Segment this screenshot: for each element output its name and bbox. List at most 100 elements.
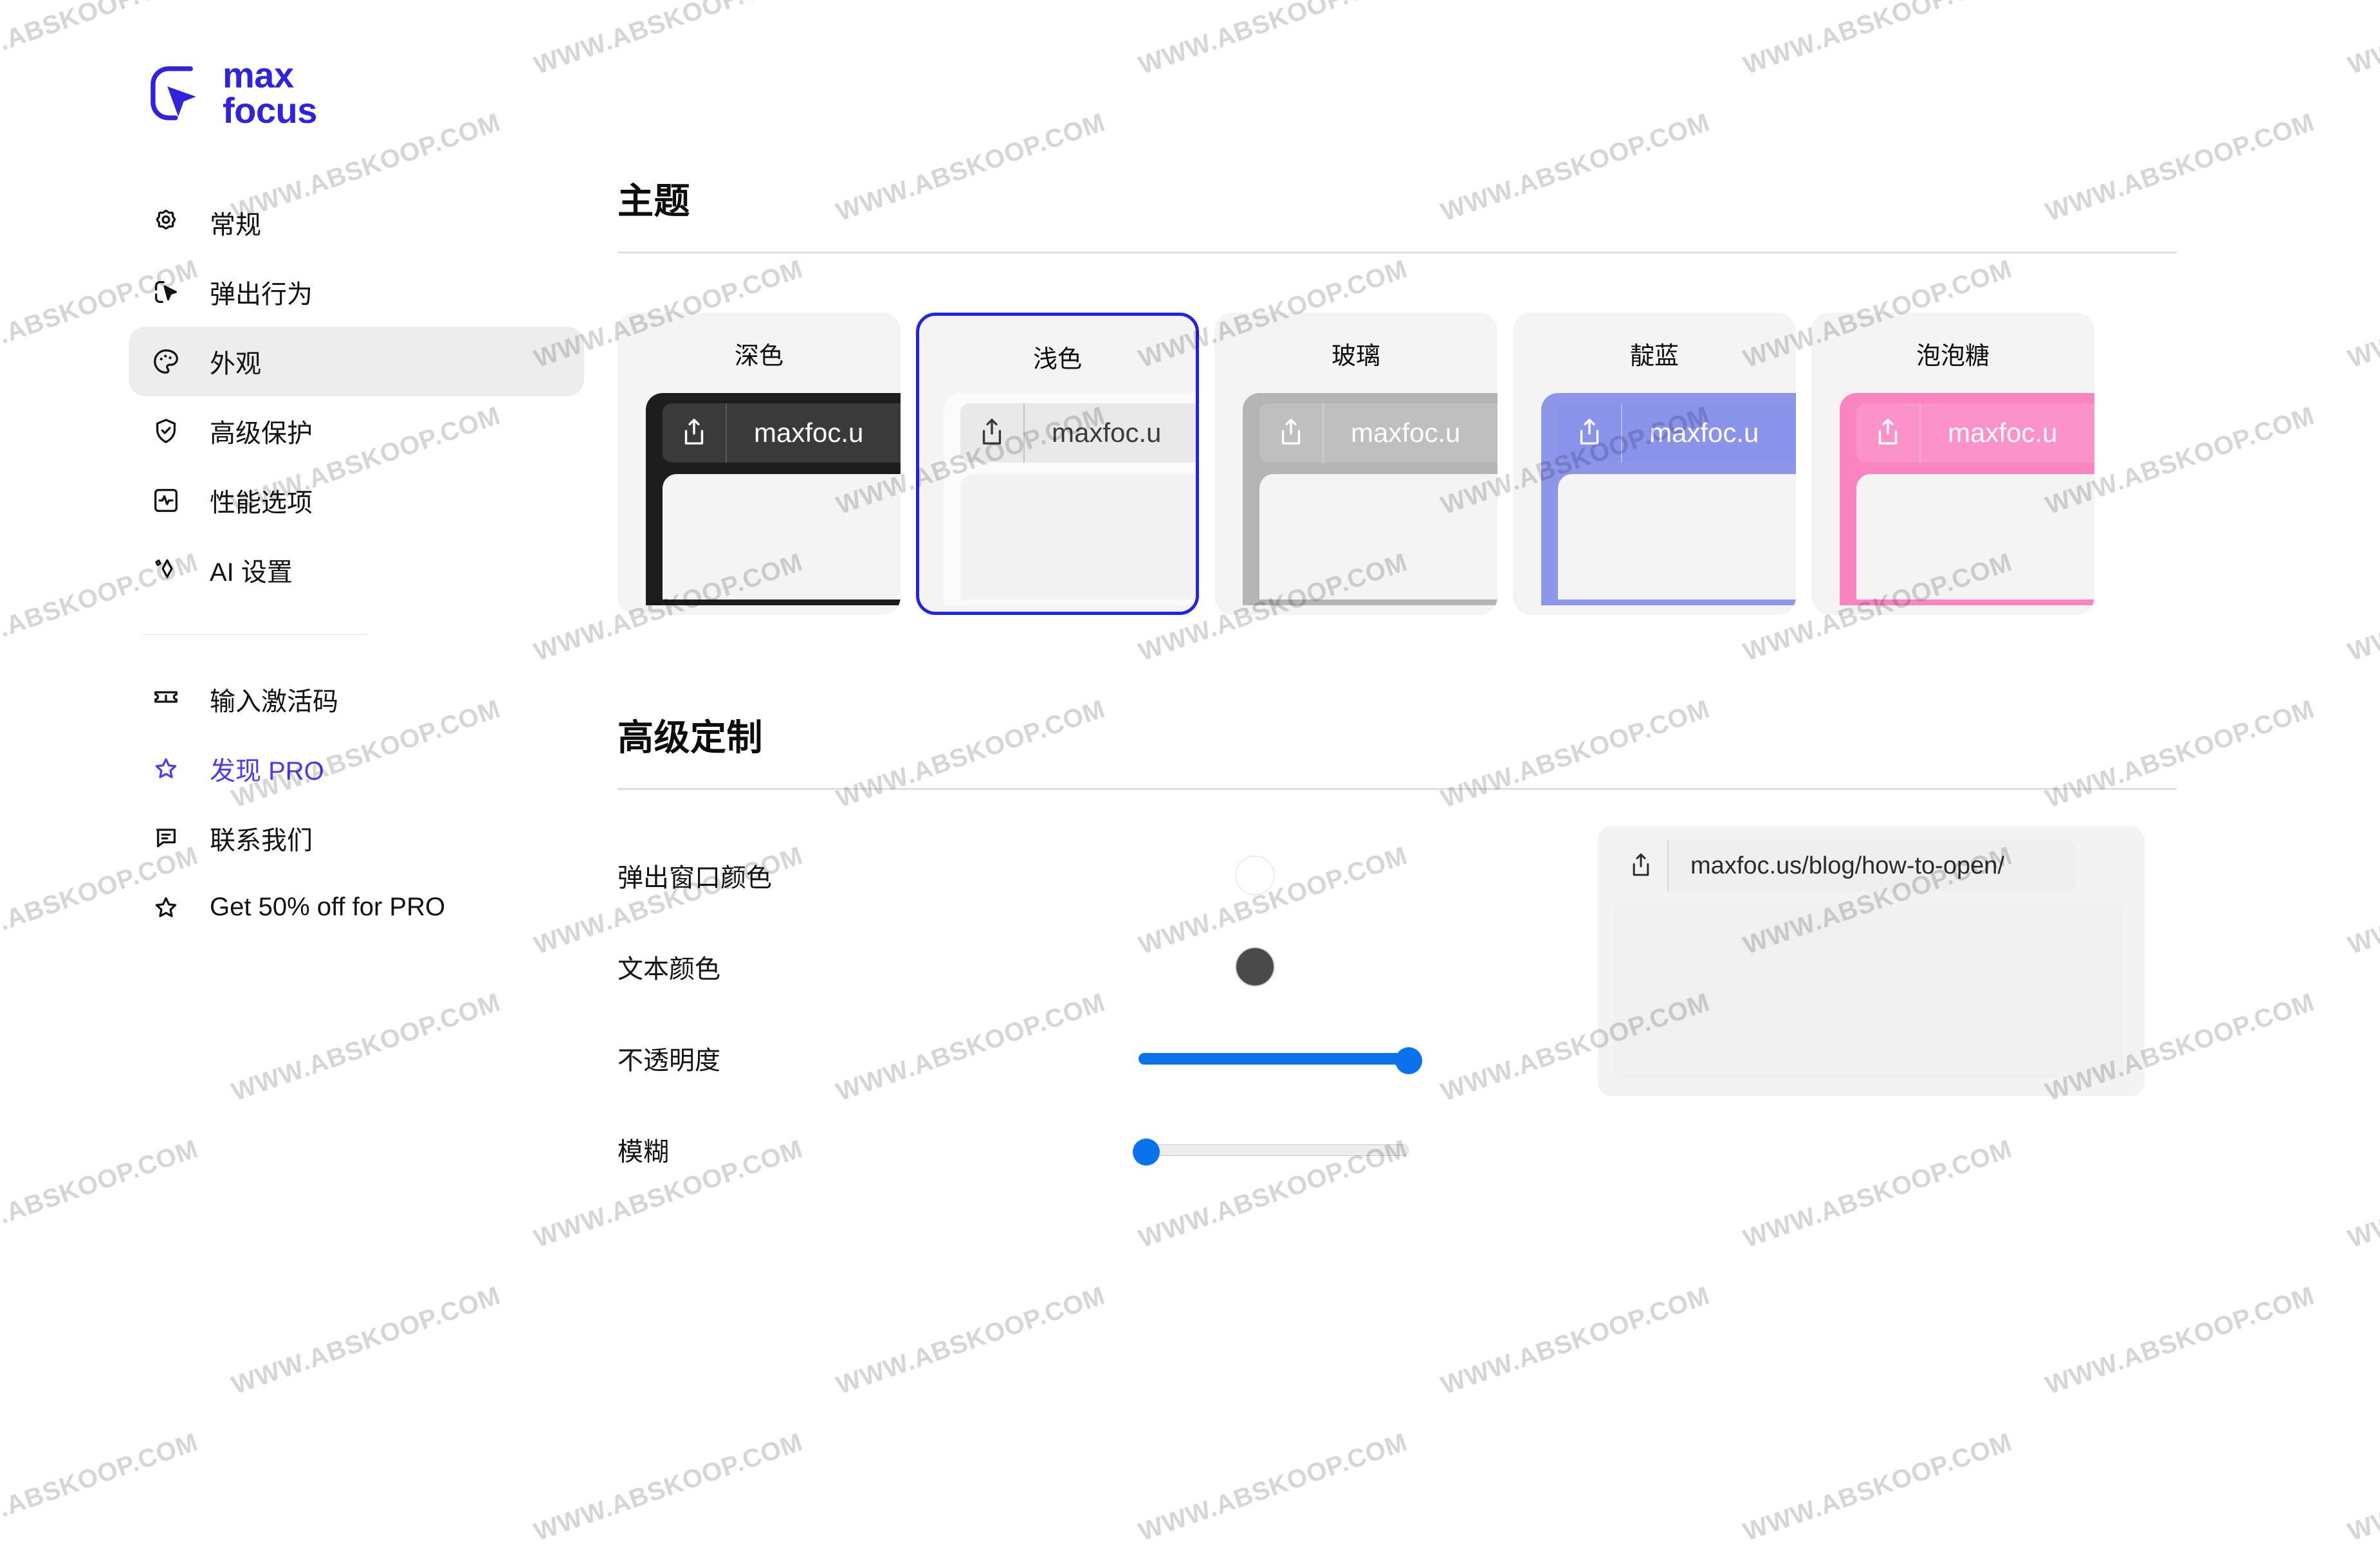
- sidebar-divider: [143, 634, 368, 635]
- sidebar-item-popup-behavior[interactable]: 弹出行为: [129, 257, 584, 327]
- theme-preview-body: [1558, 474, 1796, 600]
- theme-section-rule: [618, 252, 2177, 253]
- theme-preview: maxfoc.u: [1243, 393, 1497, 605]
- sidebar-item-performance[interactable]: 性能选项: [129, 466, 584, 535]
- slider-track: [1139, 1144, 1409, 1156]
- toolbar-divider: [1323, 403, 1324, 462]
- theme-card-glass[interactable]: 玻璃 maxfoc.u: [1214, 313, 1497, 615]
- theme-card-label: 靛蓝: [1629, 343, 1679, 370]
- theme-preview-url: maxfoc.u: [754, 417, 864, 448]
- sidebar-item-ai-settings[interactable]: AI 设置: [129, 535, 584, 605]
- preview-url: maxfoc.us/blog/how-to-open/: [1690, 852, 2004, 879]
- cursor-click-icon: [149, 275, 183, 309]
- theme-preview-url: maxfoc.u: [1649, 417, 1759, 448]
- theme-preview-body: [663, 474, 901, 600]
- ticket-icon: [149, 682, 183, 716]
- text-color-swatch[interactable]: [1235, 947, 1275, 987]
- theme-card-bubblegum[interactable]: 泡泡糖 maxfoc.u: [1811, 313, 2094, 615]
- sidebar-item-label: 外观: [210, 349, 261, 378]
- shield-check-icon: [149, 414, 183, 448]
- main-content: 主题 深色 maxfoc.u: [618, 0, 2380, 1461]
- theme-card-label: 泡泡糖: [1916, 343, 1990, 370]
- sidebar: max focus 常规: [0, 0, 618, 1461]
- toolbar-divider: [1667, 840, 1669, 892]
- sidebar-item-label: Get 50% off for PRO: [210, 893, 446, 922]
- palette-icon: [149, 345, 183, 378]
- setting-row-blur: 模糊: [618, 1104, 1531, 1195]
- theme-preview: maxfoc.u: [646, 393, 901, 605]
- slider-fill: [1139, 1053, 1409, 1065]
- theme-preview: maxfoc.u: [1840, 393, 2094, 605]
- message-icon: [149, 821, 183, 855]
- opacity-slider[interactable]: [1139, 1047, 1422, 1074]
- sidebar-item-pro-discount[interactable]: Get 50% off for PRO: [129, 873, 584, 942]
- theme-preview-url: maxfoc.u: [1052, 417, 1162, 448]
- setting-row-popup-color: 弹出窗口颜色: [618, 830, 1531, 921]
- gear-icon: [149, 206, 183, 239]
- share-icon: [1259, 403, 1323, 462]
- share-icon: [960, 403, 1023, 462]
- theme-card-list: 深色 maxfoc.u: [618, 313, 2177, 615]
- share-icon: [663, 403, 726, 462]
- advanced-section: 高级定制 弹出窗口颜色 文本颜色: [618, 709, 2380, 1195]
- sidebar-item-label: 输入激活码: [210, 687, 338, 716]
- sidebar-item-appearance[interactable]: 外观: [129, 326, 584, 396]
- setting-label: 不透明度: [618, 1047, 720, 1075]
- toolbar-divider: [1023, 403, 1025, 462]
- setting-label: 文本颜色: [618, 955, 720, 984]
- advanced-settings-list: 弹出窗口颜色 文本颜色 不透明度: [618, 830, 1531, 1195]
- sidebar-item-general[interactable]: 常规: [129, 188, 584, 257]
- brand-wordmark: max focus: [223, 55, 317, 131]
- popup-color-swatch[interactable]: [1235, 856, 1275, 895]
- settings-window: max focus 常规: [0, 0, 2380, 1461]
- toolbar-divider: [1621, 403, 1622, 462]
- live-preview-panel: maxfoc.us/blog/how-to-open/: [1598, 826, 2145, 1096]
- theme-section-title: 主题: [618, 181, 690, 221]
- share-icon: [1558, 403, 1621, 462]
- sidebar-item-label: AI 设置: [210, 558, 293, 587]
- setting-row-text-color: 文本颜色: [618, 921, 1531, 1012]
- app-logo: max focus: [143, 55, 618, 131]
- toolbar-divider: [726, 403, 727, 462]
- toolbar-divider: [1919, 403, 1921, 462]
- sidebar-item-enter-license[interactable]: 输入激活码: [129, 664, 584, 734]
- share-icon[interactable]: [1615, 840, 1667, 892]
- slider-thumb[interactable]: [1133, 1139, 1160, 1166]
- theme-card-label: 深色: [734, 343, 783, 370]
- sidebar-item-label: 高级保护: [210, 419, 313, 448]
- preview-toolbar: maxfoc.us/blog/how-to-open/: [1615, 840, 2076, 892]
- sidebar-item-label: 性能选项: [210, 488, 313, 517]
- sidebar-item-contact-us[interactable]: 联系我们: [129, 803, 584, 873]
- sidebar-item-label: 联系我们: [210, 826, 313, 855]
- theme-preview-url: maxfoc.u: [1351, 417, 1461, 448]
- sidebar-nav: 常规 弹出行为: [0, 188, 618, 942]
- theme-card-indigo[interactable]: 靛蓝 maxfoc.u: [1513, 313, 1796, 615]
- theme-preview-url: maxfoc.u: [1948, 417, 2058, 448]
- activity-square-icon: [149, 484, 183, 517]
- sidebar-item-advanced-protection[interactable]: 高级保护: [129, 396, 584, 466]
- theme-card-label: 玻璃: [1331, 343, 1380, 370]
- theme-card-label: 浅色: [1032, 346, 1082, 373]
- sparkle-icon: [149, 553, 183, 587]
- setting-row-opacity: 不透明度: [618, 1012, 1531, 1104]
- star-icon: [149, 891, 183, 924]
- sidebar-item-label: 弹出行为: [210, 280, 313, 309]
- theme-preview: maxfoc.u: [944, 393, 1196, 605]
- blur-slider[interactable]: [1133, 1139, 1409, 1166]
- sidebar-item-discover-pro[interactable]: 发现 PRO: [129, 734, 584, 803]
- theme-card-dark[interactable]: 深色 maxfoc.u: [618, 313, 901, 615]
- star-icon: [149, 752, 183, 785]
- theme-card-light[interactable]: 浅色 maxfoc.u: [916, 313, 1199, 615]
- theme-preview-body: [1259, 474, 1497, 600]
- setting-label: 弹出窗口颜色: [618, 864, 772, 892]
- slider-thumb[interactable]: [1395, 1047, 1422, 1074]
- theme-preview-body: [960, 474, 1196, 600]
- theme-preview-body: [1856, 474, 2094, 600]
- maxfocus-logo-icon: [143, 59, 211, 127]
- brand-line-1: max: [223, 55, 294, 95]
- share-icon: [1856, 403, 1919, 462]
- setting-label: 模糊: [618, 1138, 669, 1166]
- advanced-section-title: 高级定制: [618, 717, 763, 758]
- sidebar-item-label: 发现 PRO: [210, 756, 324, 785]
- brand-line-2: focus: [223, 89, 317, 131]
